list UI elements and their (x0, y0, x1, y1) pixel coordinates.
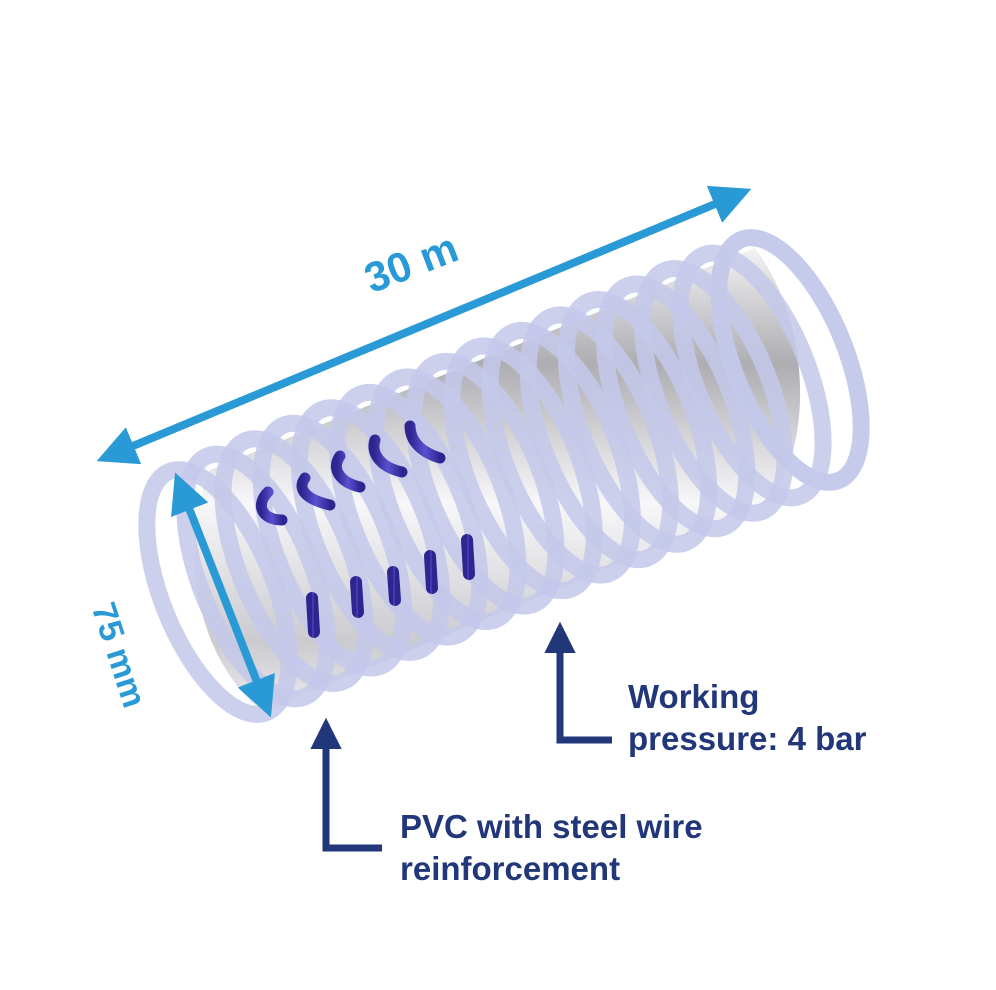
pressure-callout-text: Working pressure: 4 bar (628, 676, 866, 760)
length-dimension-arrow (96, 185, 752, 465)
material-callout-arrow (310, 717, 382, 852)
pressure-callout-line1: Working (628, 678, 760, 715)
material-callout-line1: PVC with steel wire (400, 808, 703, 845)
pressure-callout-line2: pressure: 4 bar (628, 720, 867, 757)
pressure-callout-arrow (544, 621, 612, 744)
steel-wire-lower (306, 534, 475, 638)
material-callout-text: PVC with steel wire reinforcement (400, 806, 703, 890)
material-callout-line2: reinforcement (400, 850, 621, 887)
diameter-dimension-arrow (171, 472, 275, 718)
